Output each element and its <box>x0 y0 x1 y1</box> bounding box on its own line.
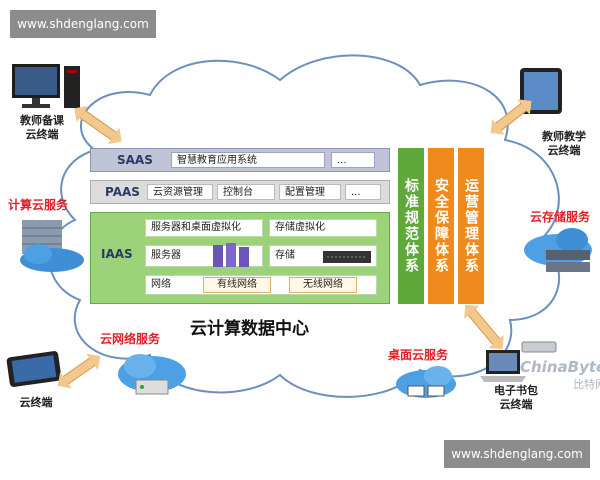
paas-layer: PAAS 云资源管理 控制台 配置管理 ... <box>90 180 390 204</box>
thin-client-icon <box>521 341 557 353</box>
label-network-service: 云网络服务 <box>100 332 161 346</box>
label-desktop-service: 桌面云服务 <box>388 348 449 362</box>
chinabyte-logo-en: ChinaByte <box>520 358 600 376</box>
paas-item-more: ... <box>345 184 381 200</box>
bar-standards: 标准规范体系 <box>398 148 424 304</box>
label-teacher-teach: 教师教学 云终端 <box>542 130 586 157</box>
paas-item-config: 配置管理 <box>279 184 341 200</box>
iaas-layer: IAAS 服务器和桌面虚拟化 存储虚拟化 服务器 存储 网络 有线网络 无线网络 <box>90 212 390 304</box>
saas-layer: SAAS 智慧教育应用系统 ... <box>90 148 390 172</box>
label-compute-service: 计算云服务 <box>8 198 69 212</box>
iaas-item-server-desktop-virt: 服务器和桌面虚拟化 <box>145 219 263 237</box>
iaas-item-wired: 有线网络 <box>203 277 271 293</box>
center-title: 云计算数据中心 <box>190 319 309 339</box>
paas-label: PAAS <box>105 185 140 199</box>
watermark-bottom: www.shdenglang.com <box>444 440 590 468</box>
label-storage-service: 云存储服务 <box>530 210 591 224</box>
iaas-label: IAAS <box>101 247 133 261</box>
label-terminal-left: 云终端 <box>19 396 53 409</box>
storage-cloud-icon <box>524 228 592 272</box>
label-teacher-prep: 教师备课 云终端 <box>20 114 64 141</box>
server-cloud-icon <box>20 220 84 272</box>
saas-item-more: ... <box>331 152 375 168</box>
router-cloud-icon <box>118 354 186 395</box>
bar-security: 安全保障体系 <box>428 148 454 304</box>
iaas-item-storage-virt: 存储虚拟化 <box>269 219 377 237</box>
paas-item-resource: 云资源管理 <box>147 184 213 200</box>
monitor-icon <box>12 64 80 108</box>
paas-item-console: 控制台 <box>217 184 275 200</box>
label-ebook: 电子书包 云终端 <box>494 384 538 411</box>
bar-operations: 运营管理体系 <box>458 148 484 304</box>
watermark-top: www.shdenglang.com <box>10 10 156 38</box>
chinabyte-logo: ChinaByte 比特网 <box>520 358 600 392</box>
tablet-terminal-icon <box>6 351 62 387</box>
laptop-icon <box>480 350 526 382</box>
chinabyte-logo-cn: 比特网 <box>573 378 600 391</box>
server-rack-icon <box>213 243 249 267</box>
saas-label: SAAS <box>117 153 153 167</box>
saas-item-edu: 智慧教育应用系统 <box>171 152 325 168</box>
storage-array-icon <box>323 251 371 263</box>
desktop-cloud-icon <box>396 366 456 398</box>
iaas-item-wireless: 无线网络 <box>289 277 357 293</box>
